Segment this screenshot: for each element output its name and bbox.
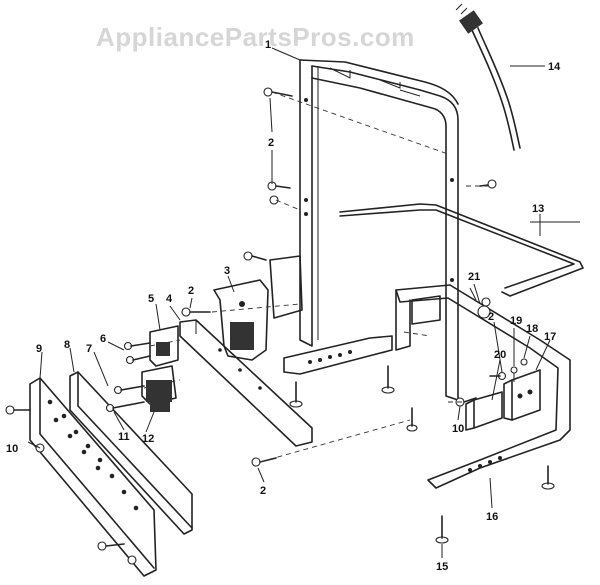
callout-2-bottom: 2 — [260, 485, 266, 497]
callout-17: 17 — [544, 331, 556, 343]
callout-19: 19 — [510, 315, 522, 327]
right-bracket-assembly — [503, 358, 541, 421]
watermark-text: AppliancePartsPros.com — [96, 22, 415, 52]
leader-lines — [27, 47, 551, 558]
callout-14: 14 — [548, 61, 561, 73]
callout-16: 16 — [486, 511, 498, 523]
callout-10-right: 10 — [452, 423, 464, 435]
callout-1: 1 — [265, 39, 271, 51]
callout-15: 15 — [436, 561, 448, 573]
callout-3: 3 — [224, 265, 230, 277]
angle-bracket — [69, 371, 193, 535]
callout-9: 9 — [36, 343, 42, 355]
top-rail — [339, 203, 584, 297]
lower-right-rail — [395, 284, 571, 489]
alignment-lines — [143, 91, 490, 463]
callout-10-left: 10 — [6, 443, 18, 455]
latch-switches — [141, 325, 179, 412]
callout-21: 21 — [468, 271, 480, 283]
long-lower-bracket — [179, 319, 313, 447]
callout-13: 13 — [532, 203, 544, 215]
callout-7: 7 — [86, 343, 92, 355]
power-cord — [455, 3, 545, 151]
callout-4: 4 — [166, 293, 173, 305]
callout-8: 8 — [64, 339, 70, 351]
perforated-strip — [29, 377, 157, 577]
callout-2-left: 2 — [188, 285, 194, 297]
callout-12: 12 — [142, 433, 154, 445]
callout-18: 18 — [526, 323, 538, 335]
callout-2-right: 2 — [488, 311, 494, 323]
main-frame — [283, 59, 459, 401]
callout-20: 20 — [494, 349, 506, 361]
callout-5: 5 — [148, 293, 154, 305]
screws — [5, 87, 555, 565]
callout-6: 6 — [100, 333, 106, 345]
callout-labels: 1 2 2 2 2 3 4 5 6 7 8 9 10 10 11 12 13 1… — [6, 39, 561, 573]
center-bracket — [465, 391, 503, 431]
callout-2-top: 2 — [268, 137, 274, 149]
center-mount-bracket — [213, 255, 303, 361]
callout-11: 11 — [118, 431, 130, 443]
